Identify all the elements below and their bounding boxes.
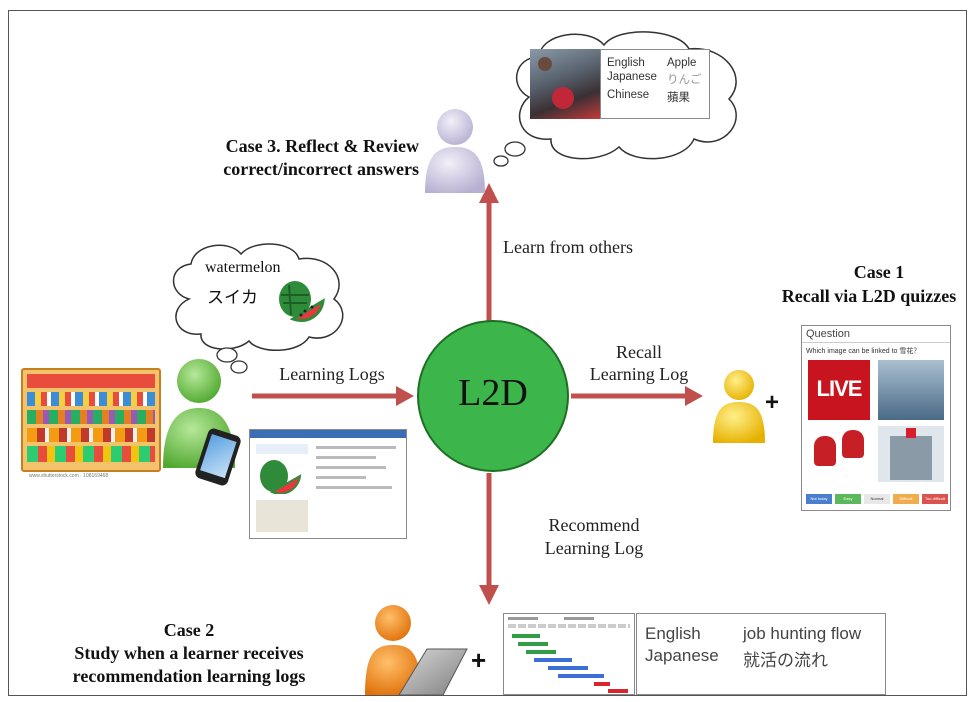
case1-plus: +: [765, 389, 780, 416]
case2-vocab-row: English job hunting flow: [645, 624, 877, 644]
case2-title-line1: Case 2: [163, 620, 215, 640]
thought-word-english: watermelon: [205, 259, 281, 276]
vocab-lang: Japanese: [645, 646, 719, 665]
vocab-lang: English: [645, 624, 701, 643]
recall-label-line2: Learning Log: [589, 364, 689, 384]
quiz-button-normal[interactable]: Normal: [864, 494, 890, 504]
l2d-circle: [417, 320, 569, 472]
case2-gantt-screenshot: [503, 613, 635, 695]
diagram-frame: L2D Learning Logs Learn from others Reca…: [8, 10, 967, 696]
quiz-prompt: Which image can be linked to 雪花？: [806, 348, 921, 355]
case1-quiz-panel: Question Which image can be linked to 雪花…: [801, 325, 951, 511]
case1-person-icon: [713, 370, 765, 443]
learn-from-others-label: Learn from others: [503, 237, 633, 257]
case2-plus: +: [471, 645, 487, 675]
quiz-option-hospital-image[interactable]: [878, 426, 944, 482]
case3-title-line1: Case 3. Reflect & Review: [225, 136, 419, 156]
quiz-option-snow-image[interactable]: [878, 360, 944, 420]
learning-log-screenshot: [249, 429, 407, 539]
store-caption: www.shutterstock.com · 108169468: [29, 473, 109, 479]
case2-title-line3: recommendation learning logs: [72, 666, 306, 686]
vocab-word: job hunting flow: [743, 624, 862, 643]
l2d-label: L2D: [458, 372, 528, 414]
vocab-word: りんご: [667, 74, 702, 86]
vocab-lang: English: [607, 57, 645, 69]
quiz-option-live-image[interactable]: LIVE: [808, 360, 870, 420]
thought-word-japanese: スイカ: [207, 288, 258, 307]
watermelon-icon: [279, 281, 325, 323]
case3-photo: [530, 49, 600, 119]
quiz-header: Question: [806, 328, 851, 340]
live-word: LIVE: [816, 376, 863, 401]
case3-title-line2: correct/incorrect answers: [223, 159, 419, 179]
learning-logs-label: Learning Logs: [279, 364, 385, 384]
case2-person-icon: [365, 605, 468, 695]
case3-vocab-card: English Apple Japanese りんご Chinese 蘋果: [600, 49, 710, 119]
case3-cloud-bubbles: [493, 141, 526, 167]
thought-cloud: [172, 243, 344, 374]
case3-vocab-row: Chinese 蘋果: [607, 89, 703, 105]
vocab-lang: Japanese: [607, 71, 657, 83]
vocab-word: Apple: [667, 57, 697, 69]
quiz-button-not-today[interactable]: Not today: [806, 494, 832, 504]
quiz-button-difficult[interactable]: Difficult: [893, 494, 919, 504]
recall-label-line1: Recall: [616, 342, 662, 362]
recommend-label-line1: Recommend: [548, 515, 640, 535]
quiz-option-chairs-image[interactable]: [808, 426, 870, 482]
case2-vocab-card: English job hunting flow Japanese 就活の流れ: [636, 613, 886, 695]
recommend-label-line2: Learning Log: [544, 538, 644, 558]
case2-vocab-row: Japanese 就活の流れ: [645, 646, 877, 671]
vocab-word: 蘋果: [667, 92, 690, 104]
case3-vocab-row: English Apple: [607, 57, 703, 69]
case1-title-line1: Case 1: [853, 262, 905, 282]
case2-title-line2: Study when a learner receives: [74, 643, 304, 663]
grocery-shelf-image: [21, 368, 161, 472]
case1-title-line2: Recall via L2D quizzes: [781, 286, 957, 306]
vocab-lang: Chinese: [607, 89, 650, 101]
quiz-button-easy[interactable]: Easy: [835, 494, 861, 504]
flow-arrows: [252, 183, 703, 605]
vocab-word: 就活の流れ: [743, 651, 828, 670]
case3-vocab-row: Japanese りんご: [607, 71, 703, 87]
case3-person-icon: [425, 109, 485, 193]
quiz-button-too-difficult[interactable]: Too difficult: [922, 494, 948, 504]
